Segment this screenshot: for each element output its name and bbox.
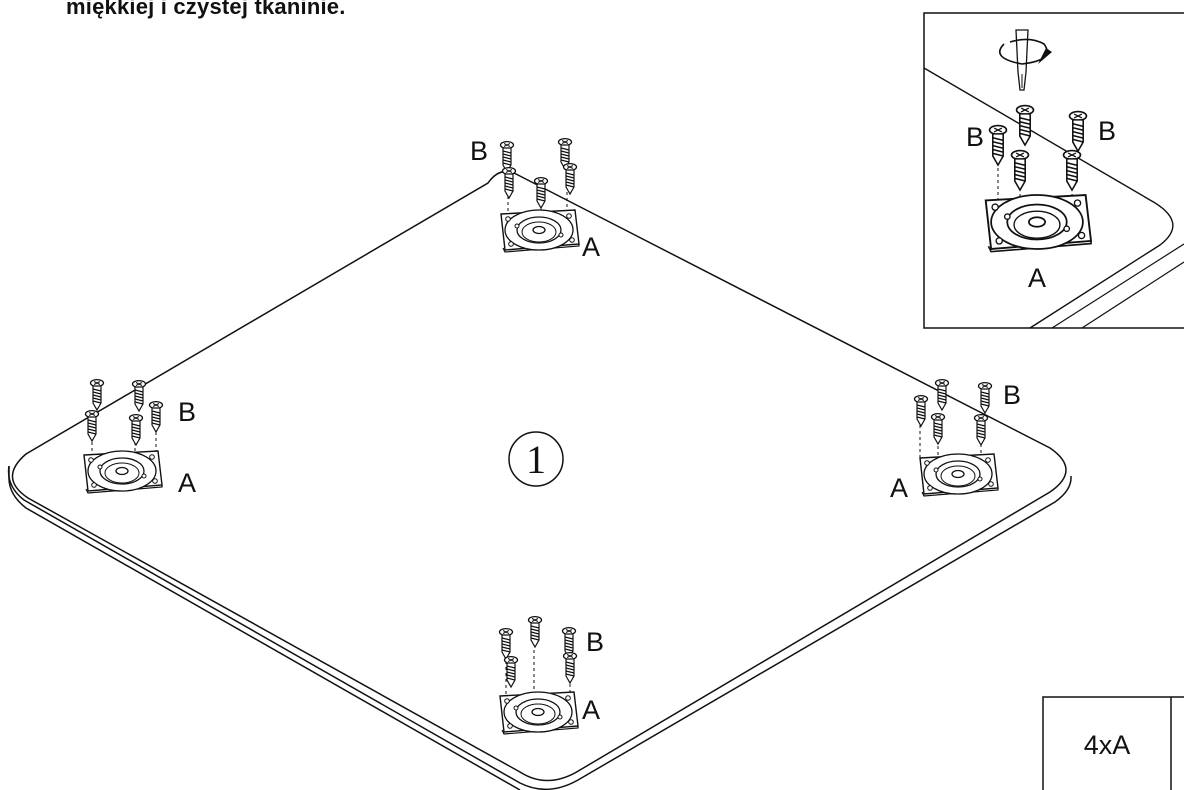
screw-label: B: [470, 136, 488, 166]
plate-label: A: [1028, 263, 1046, 293]
parts-table: 4xA: [1042, 696, 1184, 790]
corner-assembly-right: B A: [890, 378, 1021, 503]
screw-label: B: [1003, 380, 1021, 410]
screw-label: B: [586, 627, 604, 657]
corner-assembly-top: B A: [470, 136, 600, 262]
screw-icon: [977, 381, 993, 414]
plate-label: A: [582, 232, 600, 262]
corner-assembly-bottom: B A: [498, 615, 604, 735]
corner-assembly-left: B A: [83, 378, 196, 498]
instruction-caption: miękkiej i czystej tkaninie.: [66, 0, 346, 19]
step-number-badge: 1: [508, 431, 564, 487]
plate-label: A: [890, 473, 908, 503]
plate-label: A: [582, 695, 600, 725]
plate-label: A: [178, 468, 196, 498]
screw-icon: [89, 378, 105, 411]
screw-label: B: [1098, 116, 1116, 146]
screw-icon: [562, 162, 578, 195]
detail-inset: B B A: [923, 12, 1184, 329]
screw-label: B: [966, 122, 984, 152]
step-number: 1: [526, 437, 546, 482]
screwdriver-icon: [999, 29, 1052, 91]
screw-label: B: [178, 397, 196, 427]
parts-table-cell: 4xA: [1084, 730, 1131, 760]
